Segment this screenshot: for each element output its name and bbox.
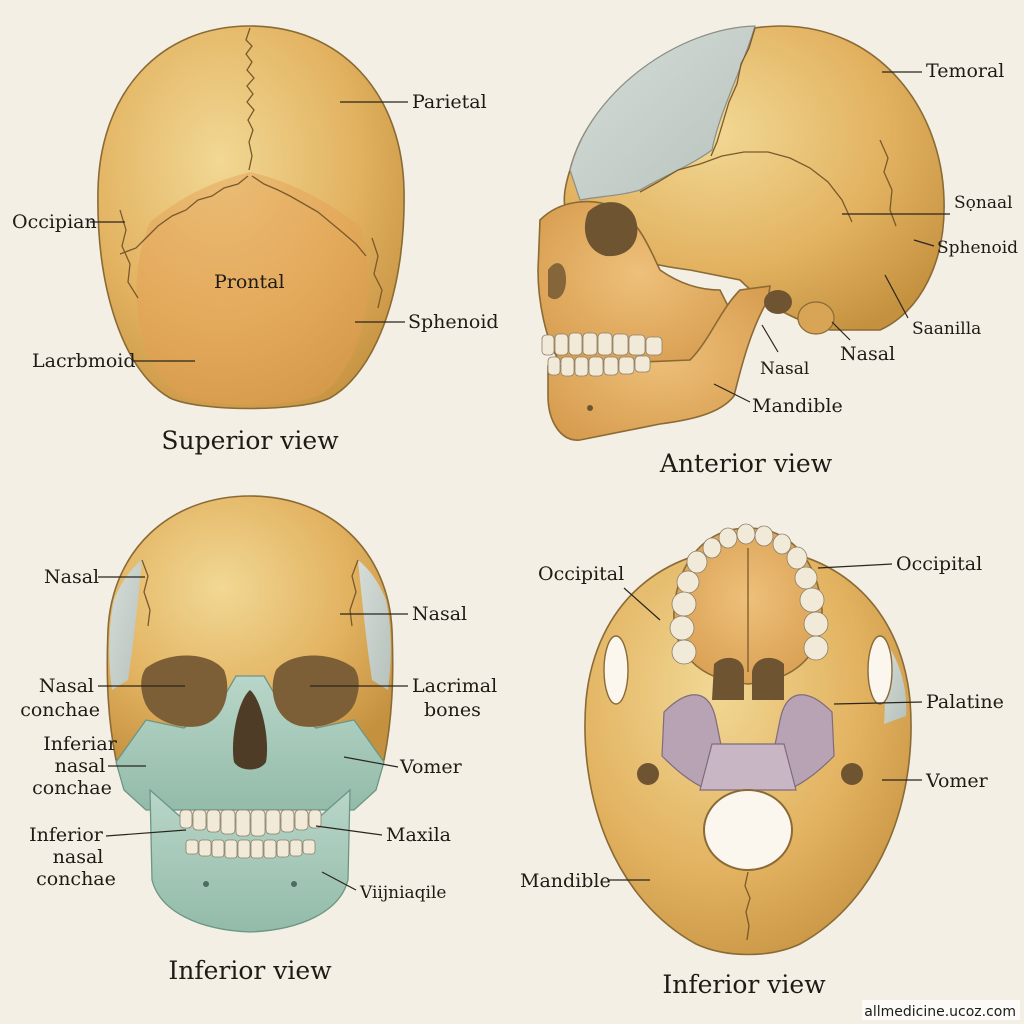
- basi-occiput-lilac: [699, 743, 797, 791]
- frontal-region-shade: [136, 172, 368, 405]
- left-orbit: [141, 655, 228, 727]
- label-lacrimal-1: Lacrimal: [412, 675, 497, 697]
- label-inferiar-2: nasal: [55, 755, 106, 777]
- mental-foramen-right: [291, 881, 297, 887]
- occipital-crest: [744, 871, 751, 941]
- label-inferior-front-2: nasal: [53, 846, 104, 868]
- label-inferiar-1: Inferiar: [43, 733, 118, 755]
- label-nasal-conchae-2: conchae: [20, 699, 100, 721]
- right-jugular-foramen: [841, 763, 863, 785]
- mental-foramen-left: [203, 881, 209, 887]
- mastoid-process: [797, 301, 835, 335]
- mandible: [547, 285, 771, 441]
- label-temoral: Temoral: [926, 60, 1004, 82]
- inferior-view-base-panel: Occipital Occipital Palatine Vomer Mandi…: [520, 523, 1004, 999]
- label-parietal: Parietal: [412, 91, 487, 113]
- inferior-view-front-panel: Nasal Nasal Nasal conchae Lacrimal bones…: [20, 495, 497, 985]
- label-occipian: Occipian: [12, 211, 97, 233]
- label-maxila: Maxila: [386, 824, 451, 846]
- label-sonaal: Sọnaal: [954, 193, 1013, 213]
- left-zygomatic-opening: [603, 635, 629, 705]
- label-lacrimal-2: bones: [424, 699, 481, 721]
- frontal-upper-teeth: [179, 809, 322, 837]
- superior-view-title: Superior view: [161, 426, 339, 455]
- anterior-view-title: Anterior view: [659, 449, 833, 478]
- label-prontal: Prontal: [214, 271, 285, 293]
- watermark: allmedicine.ucoz.com: [864, 1004, 1016, 1020]
- label-nasal-conchae-1: Nasal: [39, 675, 94, 697]
- dental-arch: [669, 523, 829, 665]
- label-occipital-right: Occipital: [896, 553, 982, 575]
- coronal-suture: [119, 175, 367, 257]
- label-vomer-base: Vomer: [925, 770, 989, 792]
- foramen-magnum: [703, 789, 793, 871]
- nasal-cavity: [232, 690, 268, 770]
- label-nasal-front-left: Nasal: [44, 566, 99, 588]
- inferior-view-front-title: Inferior view: [168, 956, 332, 985]
- superior-skull: [97, 25, 405, 410]
- lambdoid-suture-lateral: [879, 139, 897, 227]
- superior-view-panel: Parietal Occipian Prontal Sphenoid Lacrb…: [12, 25, 499, 455]
- label-viijniaqile: Viijniaqile: [359, 883, 446, 903]
- label-inferior-front-3: conchae: [36, 868, 116, 890]
- label-palatine: Palatine: [926, 691, 1004, 713]
- label-nasal-front-right: Nasal: [412, 603, 467, 625]
- label-nasal-lateral-b: Nasal: [760, 359, 809, 379]
- right-orbit: [272, 655, 359, 727]
- label-vomer-front: Vomer: [399, 756, 463, 778]
- choanae-right: [752, 657, 784, 700]
- nasal-opening: [548, 263, 566, 300]
- squamosal-suture: [639, 151, 853, 223]
- label-inferiar-3: conchae: [32, 777, 112, 799]
- sagittal-suture: [245, 27, 255, 171]
- lower-teeth: [547, 355, 651, 377]
- right-temporal-grey: [358, 560, 391, 690]
- pterygoid-region-lilac: [661, 694, 835, 791]
- frontal-grey-region: [569, 25, 756, 201]
- label-sphenoid: Sphenoid: [408, 311, 499, 333]
- label-mandible-lateral: Mandible: [752, 395, 843, 417]
- squamous-suture-right: [371, 237, 383, 309]
- lambdoid-suture-left: [119, 209, 139, 299]
- coronal-suture-lateral: [710, 27, 756, 157]
- label-mandible-base: Mandible: [520, 870, 611, 892]
- right-zygomatic-opening: [867, 635, 893, 705]
- choanae-left: [712, 657, 744, 700]
- anterior-view-panel: Temoral Sọnaal Sphenoid Saanilla Nasal N…: [537, 25, 1018, 478]
- frontal-sutures: [141, 559, 359, 627]
- label-saanilla: Saanilla: [912, 319, 981, 339]
- inferior-view-base-title: Inferior view: [662, 970, 826, 999]
- label-sphenoid-lateral: Sphenoid: [937, 238, 1018, 258]
- watermark-backing: [862, 1000, 1020, 1020]
- label-nasal-lateral-a: Nasal: [840, 343, 895, 365]
- left-jugular-foramen: [637, 763, 659, 785]
- label-lacrbmoid: Lacrbmoid: [32, 350, 136, 372]
- mental-foramen: [587, 405, 593, 411]
- label-occipital-left: Occipital: [538, 563, 624, 585]
- label-inferior-front-1: Inferior: [29, 824, 104, 846]
- left-temporal-grey: [109, 560, 142, 690]
- frontal-lower-teeth: [185, 839, 316, 859]
- ear-opening: [764, 290, 792, 314]
- orbit: [584, 202, 638, 257]
- upper-teeth: [541, 332, 663, 356]
